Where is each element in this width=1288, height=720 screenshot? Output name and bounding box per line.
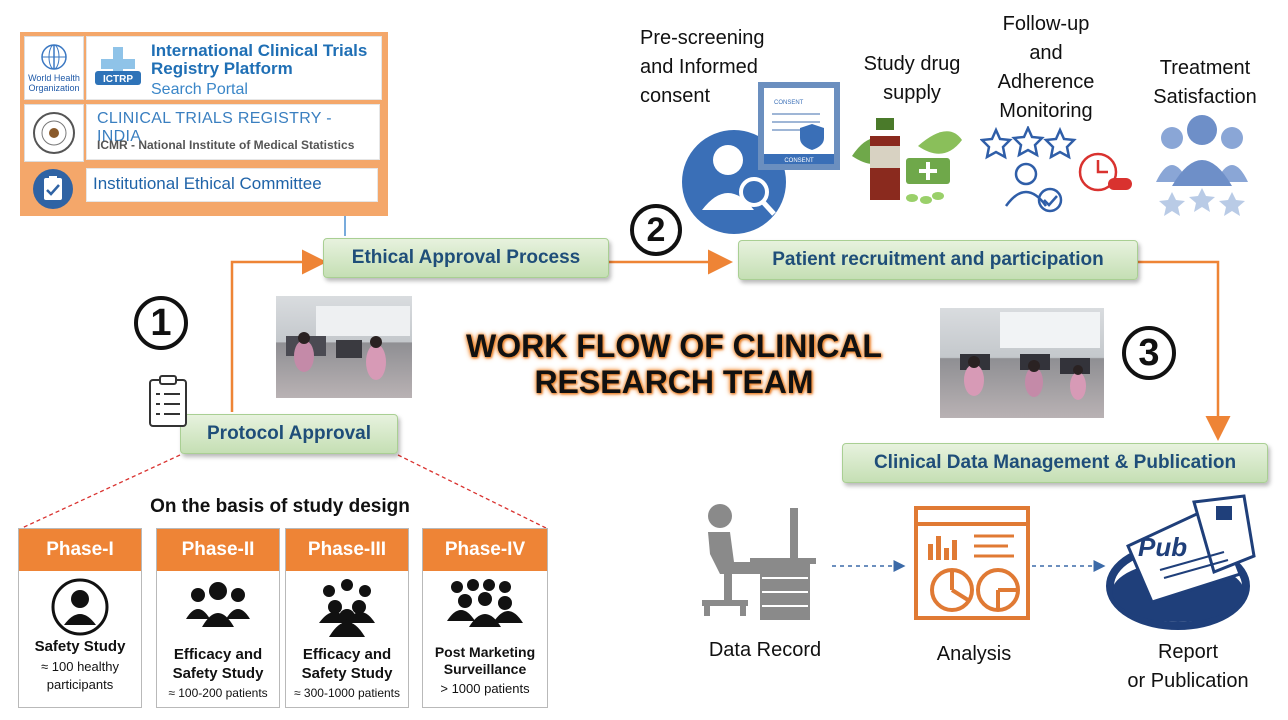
publication-icon: Pub — [1106, 494, 1256, 630]
ethical-approval-step: Ethical Approval Process — [323, 238, 609, 278]
step-number-2: 2 — [630, 204, 682, 256]
protocol-checklist-icon — [149, 375, 187, 427]
icmr-logo — [24, 104, 84, 162]
study-design-heading: On the basis of study design — [150, 496, 410, 517]
iec-box: Institutional Ethical Committee — [86, 168, 378, 202]
workflow-title: WORK FLOW OF CLINICAL RESEARCH TEAM — [466, 328, 882, 400]
phase-3-line3: ≈ 300-1000 patients — [294, 686, 400, 700]
phase-3-header: Phase-III — [286, 529, 408, 571]
phase-4-card: Phase-IV Post Marketing Surveillance > 1… — [422, 528, 548, 708]
phase-1-header: Phase-I — [19, 529, 141, 571]
ictrp-box: ICTRP International Clinical Trials Regi… — [86, 36, 382, 100]
phase-1-line3: ≈ 100 healthy — [41, 659, 119, 674]
ictrp-logo-icon: ICTRP — [95, 47, 141, 85]
phase-1-card: Phase-I Safety Study ≈ 100 healthy parti… — [18, 528, 142, 708]
drug-supply-icon — [852, 118, 962, 204]
ctri-title: CLINICAL TRIALS REGISTRY - INDIA — [97, 110, 332, 145]
phase-4-header: Phase-IV — [423, 529, 547, 571]
phase-4-line3: > 1000 patients — [440, 681, 530, 696]
phase-2-line2: Safety Study — [172, 665, 264, 682]
step-number-3: 3 — [1122, 326, 1176, 380]
ictrp-abbr: ICTRP — [103, 74, 133, 85]
analysis-label: Analysis — [936, 643, 1012, 665]
consent-doc-title: CONSENT — [774, 100, 804, 106]
small-group-icon — [186, 582, 250, 627]
medium-group-icon — [319, 579, 375, 637]
flow-arrows — [230, 249, 1231, 441]
who-line1: World Health — [28, 73, 80, 83]
phase-1-line4: participants — [46, 677, 114, 692]
patient-recruitment-step: Patient recruitment and participation — [738, 240, 1138, 280]
pub-logo-text: Pub — [1138, 532, 1187, 562]
office-photo-left — [276, 296, 412, 398]
single-person-icon — [51, 578, 109, 636]
ictrp-title: International Clinical Trials Registry P… — [151, 41, 368, 78]
step-number-1: 1 — [134, 296, 188, 350]
data-management-step: Clinical Data Management & Publication — [842, 443, 1268, 483]
who-line2: Organization — [28, 83, 80, 93]
treatment-satisfaction-icon — [1156, 115, 1248, 216]
phase-3-line2: Safety Study — [301, 665, 393, 682]
data-record-label: Data Record — [708, 639, 822, 661]
ctri-box: CLINICAL TRIALS REGISTRY - INDIA ICMR - … — [86, 104, 380, 160]
large-crowd-icon — [447, 579, 523, 627]
who-emblem-icon — [41, 44, 67, 70]
phase-3-line1: Efficacy and — [302, 646, 392, 663]
prescreening-icon: CONSENT CONSENT — [682, 82, 840, 234]
registry-panel: World Health Organization ICTRP Internat… — [20, 32, 388, 216]
phase-4-line2: Surveillance — [443, 661, 527, 677]
ctri-subtitle: ICMR - National Institute of Medical Sta… — [97, 138, 355, 152]
followup-monitoring-icon — [980, 126, 1132, 213]
phase-3-card: Phase-III Efficacy and Safety Study ≈ 30… — [285, 528, 409, 708]
phase-dashed-lines — [21, 454, 547, 529]
phase-4-line1: Post Marketing — [434, 644, 536, 660]
clipboard-check-icon — [33, 169, 73, 209]
phase-2-card: Phase-II Efficacy and Safety Study ≈ 100… — [156, 528, 280, 708]
phase-2-line1: Efficacy and — [173, 646, 263, 663]
protocol-approval-step: Protocol Approval — [180, 414, 398, 454]
data-record-icon — [702, 504, 816, 620]
phase-2-header: Phase-II — [157, 529, 279, 571]
icmr-seal-icon — [33, 112, 75, 154]
office-photo-right — [940, 308, 1104, 418]
who-logo: World Health Organization — [24, 36, 84, 100]
phase-2-line3: ≈ 100-200 patients — [168, 686, 268, 700]
iec-logo — [24, 166, 82, 212]
consent-doc-footer: CONSENT — [784, 158, 814, 164]
analysis-icon — [914, 506, 1030, 620]
iec-title: Institutional Ethical Committee — [93, 174, 322, 193]
phase-1-line1: Safety Study — [34, 638, 126, 655]
ictrp-subtitle: Search Portal — [151, 81, 248, 98]
